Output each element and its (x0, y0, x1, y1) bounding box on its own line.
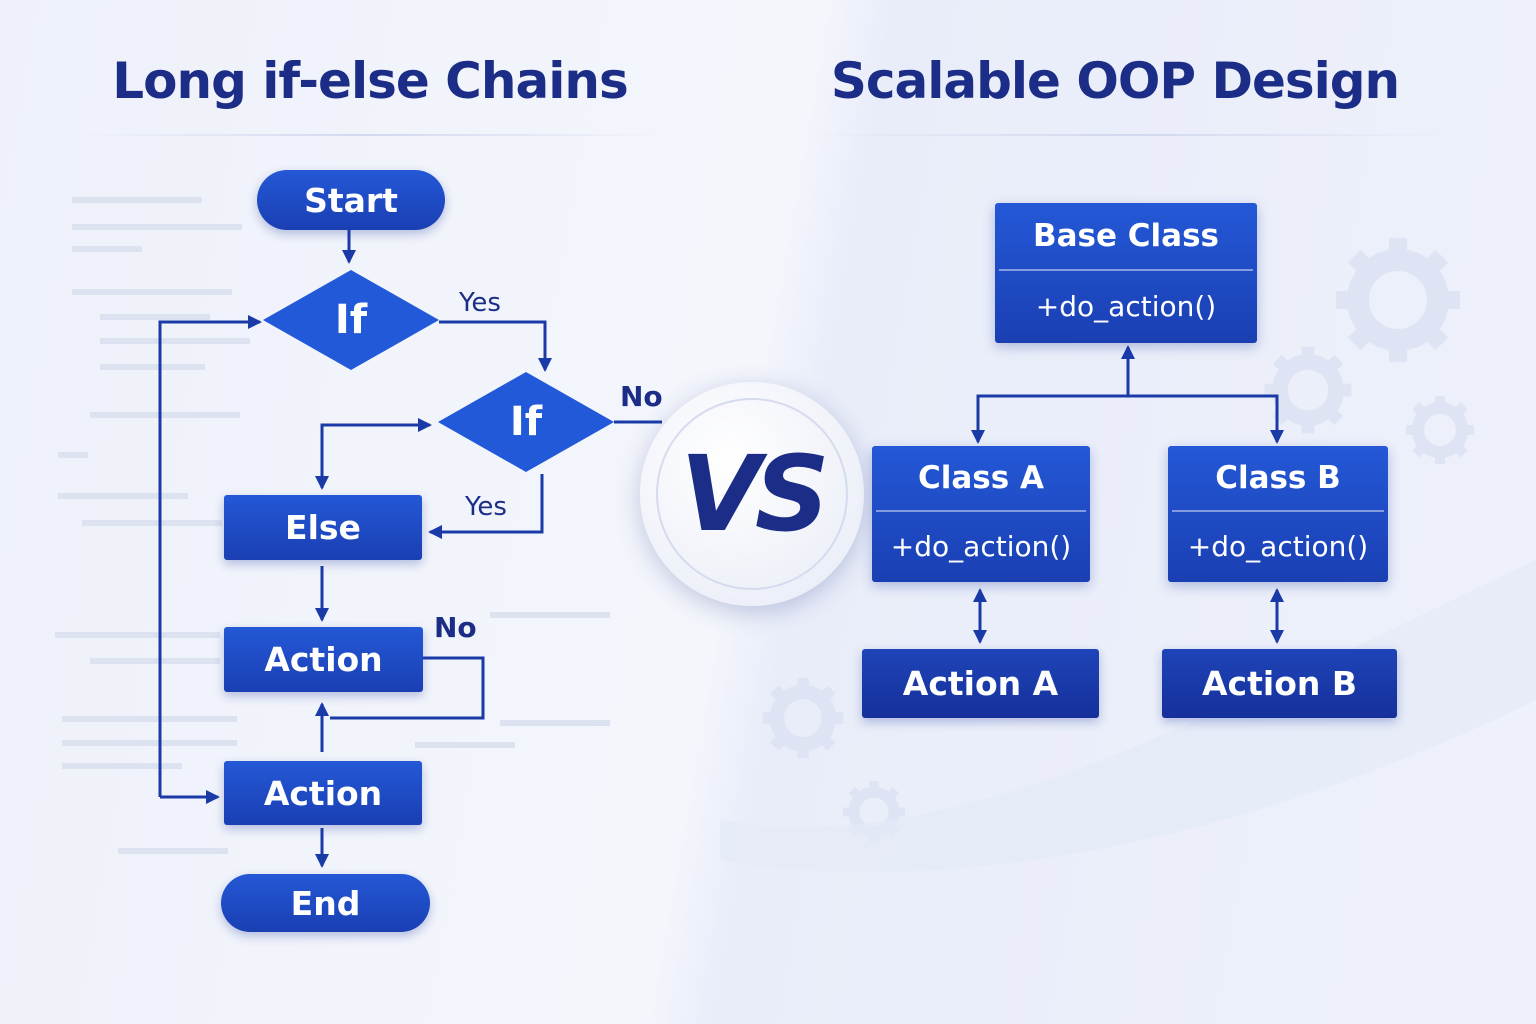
vs-badge: VS (640, 382, 864, 606)
gear-icon (763, 678, 844, 759)
vs-text: VS (656, 398, 848, 590)
base-class-method: +do_action() (1035, 289, 1217, 323)
class-a-box: Class A +do_action() (872, 446, 1090, 582)
action-node-2: Action (224, 761, 422, 825)
left-title-divider (75, 134, 665, 136)
class-b-box: Class B +do_action() (1168, 446, 1388, 582)
yes-label-1: Yes (459, 288, 501, 318)
gear-icon (1406, 396, 1474, 464)
class-a-name: Class A (876, 446, 1086, 512)
if-diamond-1 (263, 270, 439, 370)
else-node: Else (224, 495, 422, 560)
class-a-method: +do_action() (890, 529, 1072, 563)
class-b-method: +do_action() (1187, 529, 1369, 563)
gear-icon (1336, 238, 1460, 362)
inheritance-connectors (971, 345, 1284, 644)
end-node: End (221, 874, 430, 932)
action-a-node: Action A (862, 649, 1099, 718)
base-class-box: Base Class +do_action() (995, 203, 1257, 343)
right-title-divider (810, 134, 1450, 136)
no-label-1: No (620, 380, 663, 413)
flow-connectors (158, 230, 662, 868)
right-title: Scalable OOP Design (830, 52, 1400, 110)
base-class-name: Base Class (999, 203, 1253, 271)
left-title: Long if-else Chains (112, 52, 628, 110)
if-label-2: If (509, 399, 543, 445)
no-label-2: No (434, 611, 477, 644)
yes-label-2: Yes (465, 492, 507, 522)
action-node-1: Action (224, 627, 423, 692)
if-diamond-2 (438, 372, 614, 472)
start-node: Start (257, 170, 445, 230)
action-b-node: Action B (1162, 649, 1397, 718)
class-b-name: Class B (1172, 446, 1384, 512)
if-label-1: If (334, 297, 368, 343)
